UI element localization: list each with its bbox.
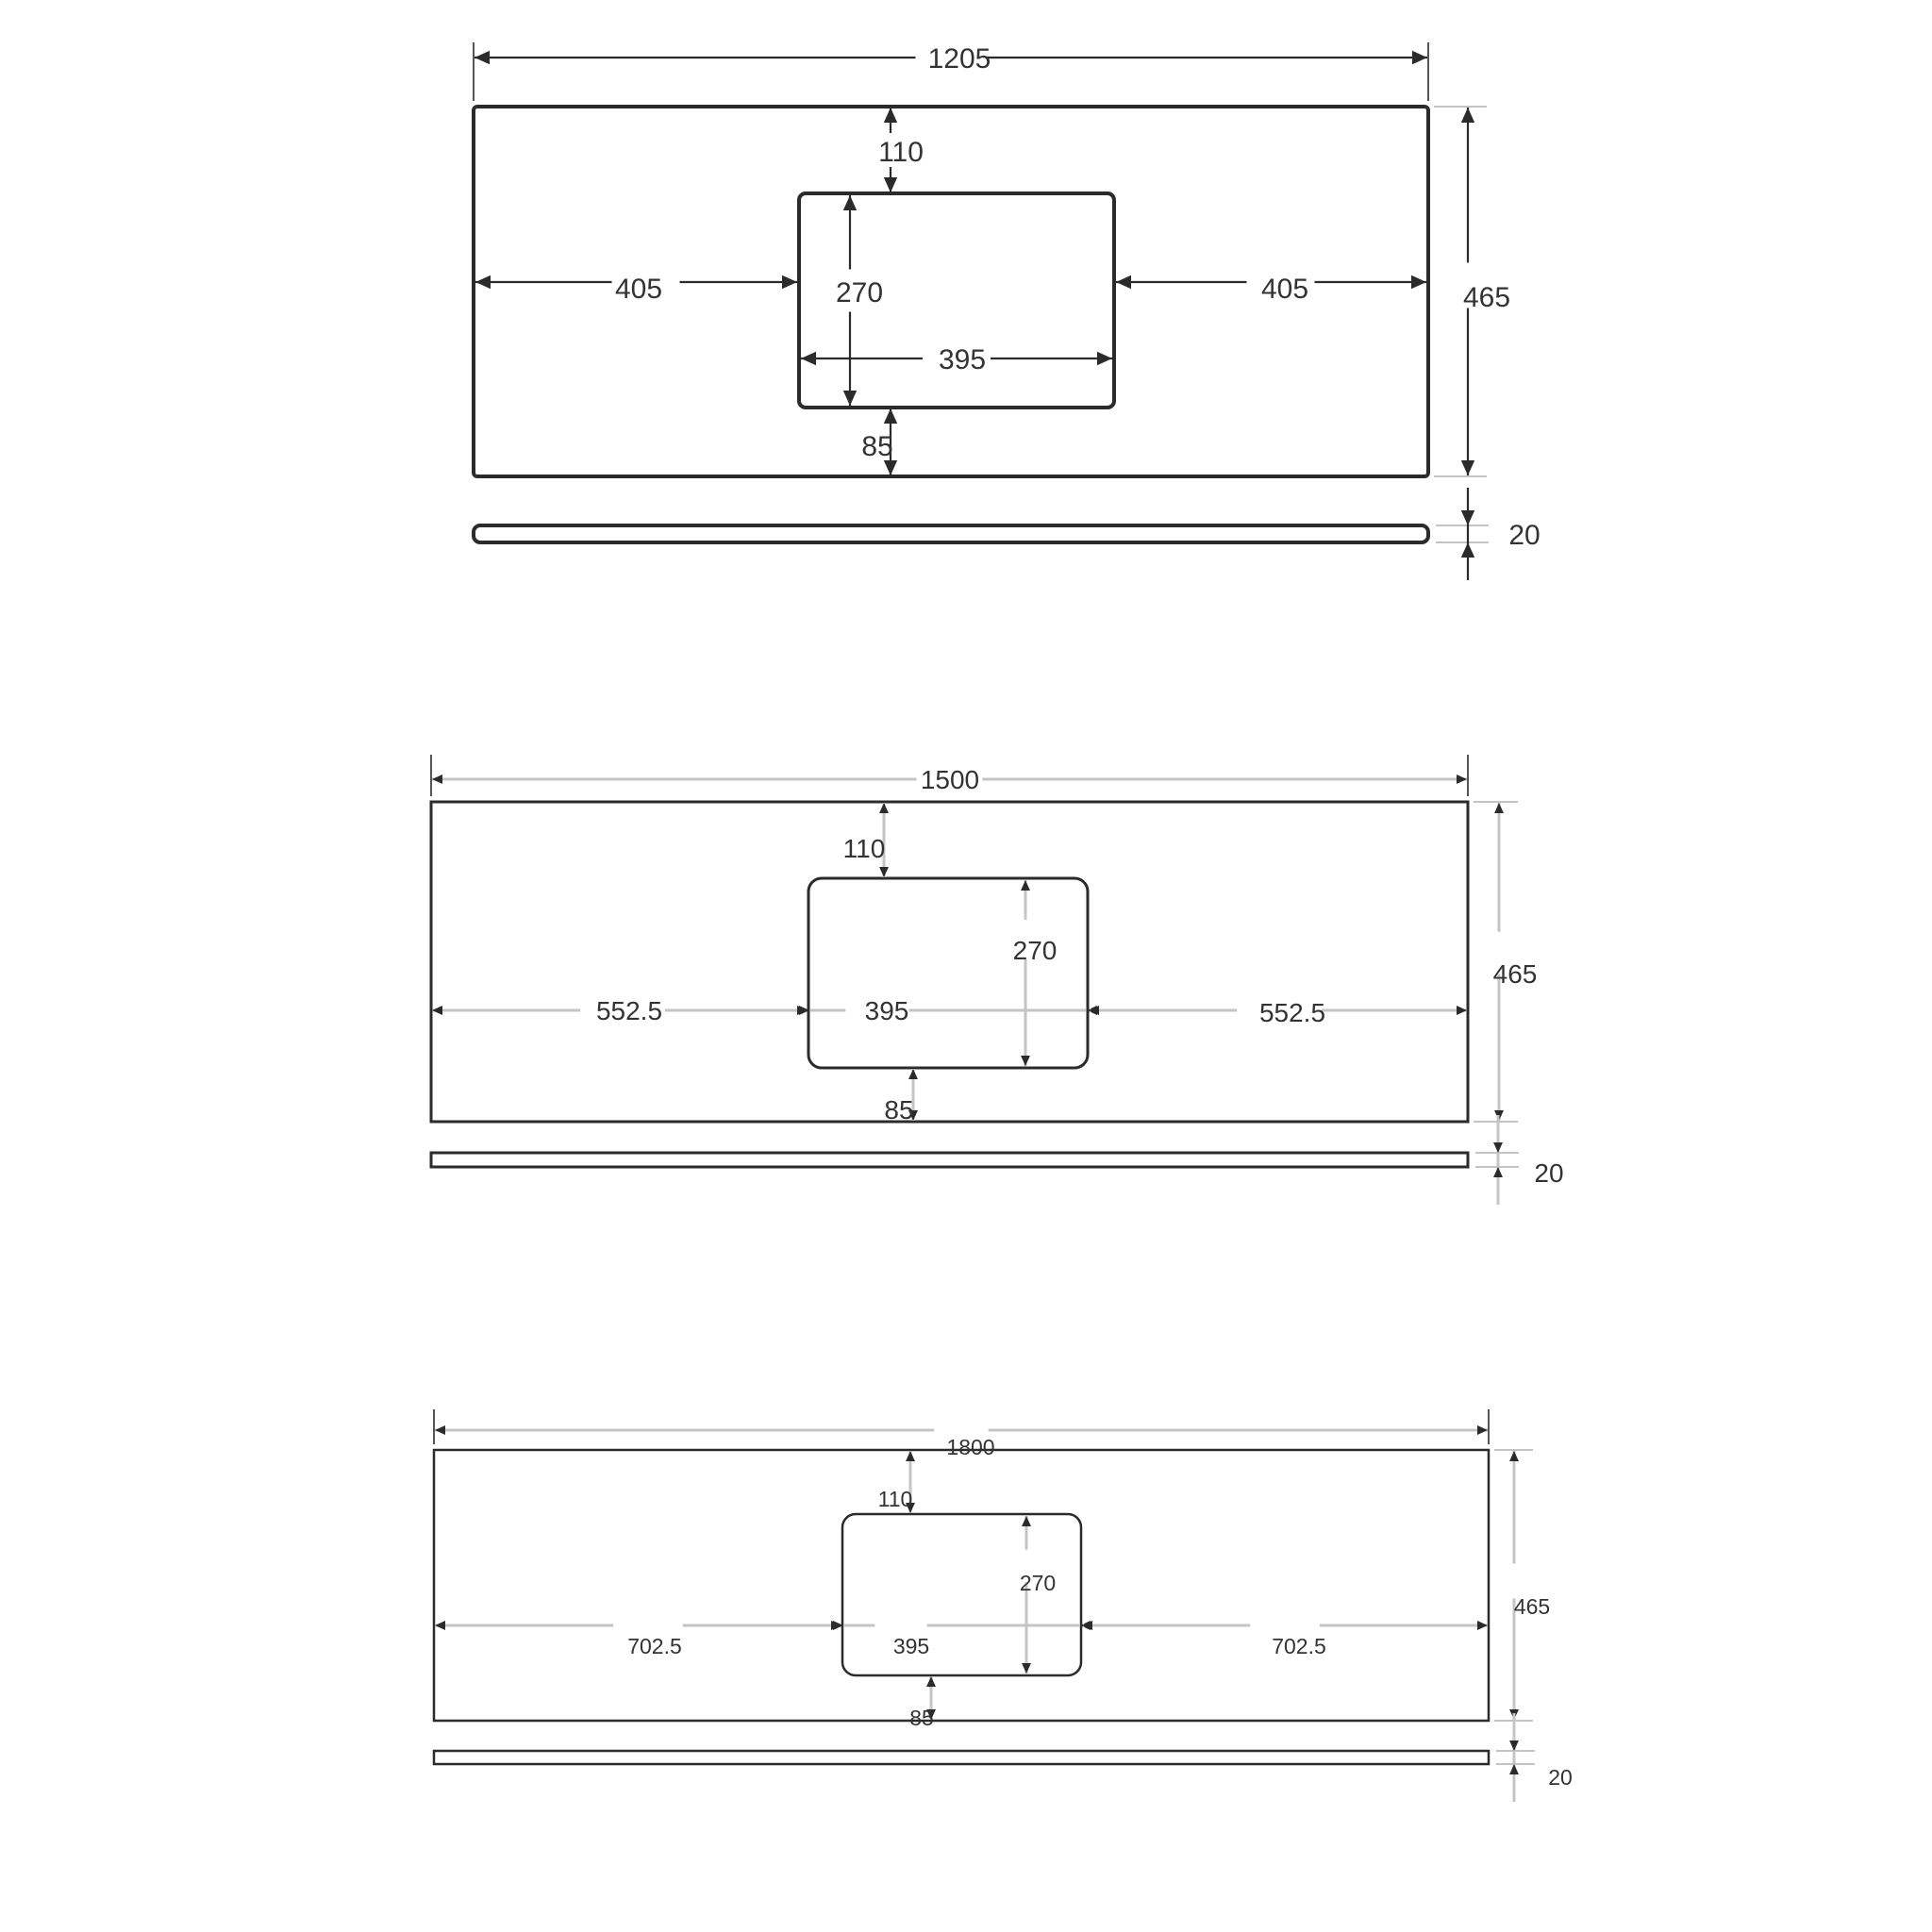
- cutout-width-label: 395: [865, 996, 909, 1025]
- side-profile-outline: [472, 524, 1430, 544]
- drawing-3-geometry: [432, 1409, 1535, 1802]
- arrowhead-icon: [883, 108, 898, 123]
- width-dimension-label: 1800: [946, 1435, 994, 1459]
- arrowhead-icon: [799, 1006, 809, 1015]
- arrowhead-icon: [1411, 275, 1426, 290]
- arrowhead-icon: [1022, 1663, 1031, 1674]
- arrowhead-icon: [1493, 1142, 1503, 1153]
- vanity-top-outline: [429, 800, 1470, 1124]
- cutout-depth-label: 270: [836, 277, 883, 308]
- cutout-width-label: 395: [939, 344, 986, 375]
- arrowhead-icon: [842, 195, 858, 210]
- arrowhead-icon: [833, 1621, 843, 1630]
- thickness-dimension-label: 20: [1548, 1765, 1573, 1790]
- arrowhead-icon: [1477, 1425, 1488, 1435]
- width-dimension-label: 1500: [921, 765, 979, 794]
- cutout-depth-label: 270: [1020, 1571, 1056, 1595]
- cutout-width-label: 395: [893, 1634, 929, 1658]
- left-offset-label: 552.5: [596, 996, 662, 1025]
- arrowhead-icon: [1022, 1516, 1031, 1526]
- width-dimension-label: 1205: [928, 43, 991, 75]
- drawing-1-geometry: [472, 42, 1489, 580]
- left-offset-label: 405: [615, 274, 662, 305]
- arrowhead-icon: [883, 408, 898, 424]
- cutout-from-back-label: 110: [878, 1487, 913, 1511]
- arrowhead-icon: [1460, 460, 1475, 475]
- cutout-depth-label: 270: [1013, 936, 1058, 965]
- arrowhead-icon: [883, 177, 898, 192]
- arrowhead-icon: [801, 351, 816, 366]
- arrowhead-icon: [908, 1069, 918, 1079]
- cutout-from-back-label: 110: [843, 834, 886, 863]
- cutout-from-front-label: 85: [884, 1095, 913, 1124]
- arrowhead-icon: [432, 1006, 442, 1015]
- basin-cutout-outline: [797, 192, 1116, 409]
- arrowhead-icon: [475, 50, 490, 65]
- depth-dimension-label: 465: [1514, 1594, 1550, 1619]
- right-offset-label: 552.5: [1259, 998, 1325, 1027]
- arrowhead-icon: [908, 1110, 918, 1121]
- thickness-dimension-label: 20: [1534, 1158, 1563, 1188]
- cutout-from-front-label: 85: [909, 1706, 934, 1730]
- drawing-vanity-top-1205: 1205 465 20 110 85 270 395 405 405: [472, 42, 1541, 580]
- right-offset-label: 405: [1261, 274, 1308, 305]
- arrowhead-icon: [1457, 1006, 1467, 1015]
- arrowhead-icon: [435, 1425, 445, 1435]
- arrowhead-icon: [906, 1503, 915, 1513]
- arrowhead-icon: [435, 1621, 445, 1630]
- arrowhead-icon: [1082, 1621, 1092, 1630]
- side-profile-outline: [432, 1749, 1491, 1766]
- right-offset-label: 702.5: [1272, 1634, 1326, 1658]
- drawing-vanity-top-1500: 1500 465 20 110 85 270 395 552.5 552.5: [429, 755, 1564, 1205]
- vanity-top-outline: [472, 105, 1430, 478]
- arrowhead-icon: [1460, 108, 1475, 123]
- drawing-vanity-top-1800: 1800 465 20 110 85 270 395 702.5 702.5: [432, 1409, 1573, 1802]
- arrowhead-icon: [926, 1709, 936, 1720]
- arrowhead-icon: [883, 460, 898, 475]
- arrowhead-icon: [879, 867, 889, 877]
- cutout-from-back-label: 110: [878, 137, 924, 168]
- arrowhead-icon: [1493, 1167, 1503, 1177]
- arrowhead-icon: [879, 803, 889, 813]
- arrowhead-icon: [475, 275, 491, 290]
- arrowhead-icon: [782, 275, 797, 290]
- arrowhead-icon: [1509, 1764, 1519, 1774]
- arrowhead-icon: [1460, 510, 1475, 525]
- arrowhead-icon: [926, 1676, 936, 1687]
- arrowhead-icon: [1494, 803, 1504, 813]
- basin-cutout-outline: [841, 1512, 1083, 1677]
- arrowhead-icon: [1097, 351, 1112, 366]
- drawing-2-geometry: [429, 755, 1519, 1205]
- left-offset-label: 702.5: [627, 1634, 682, 1658]
- arrowhead-icon: [1089, 1006, 1099, 1015]
- arrowhead-icon: [1021, 880, 1030, 891]
- arrowhead-icon: [1477, 1621, 1488, 1630]
- arrowhead-icon: [1509, 1451, 1519, 1461]
- arrowhead-icon: [1460, 542, 1475, 558]
- cutout-from-front-label: 85: [861, 431, 892, 462]
- side-profile-outline: [429, 1151, 1470, 1169]
- basin-cutout-outline: [807, 876, 1090, 1070]
- arrowhead-icon: [906, 1451, 915, 1461]
- depth-dimension-label: 465: [1493, 959, 1538, 989]
- arrowhead-icon: [1457, 774, 1467, 784]
- thickness-dimension-label: 20: [1508, 520, 1540, 551]
- arrowhead-icon: [1116, 275, 1131, 290]
- arrowhead-icon: [1412, 50, 1427, 65]
- arrowhead-icon: [432, 774, 442, 784]
- arrowhead-icon: [842, 391, 858, 406]
- arrowhead-icon: [1021, 1056, 1030, 1066]
- depth-dimension-label: 465: [1463, 282, 1510, 313]
- arrowhead-icon: [1509, 1740, 1519, 1751]
- vanity-top-outline: [432, 1448, 1491, 1723]
